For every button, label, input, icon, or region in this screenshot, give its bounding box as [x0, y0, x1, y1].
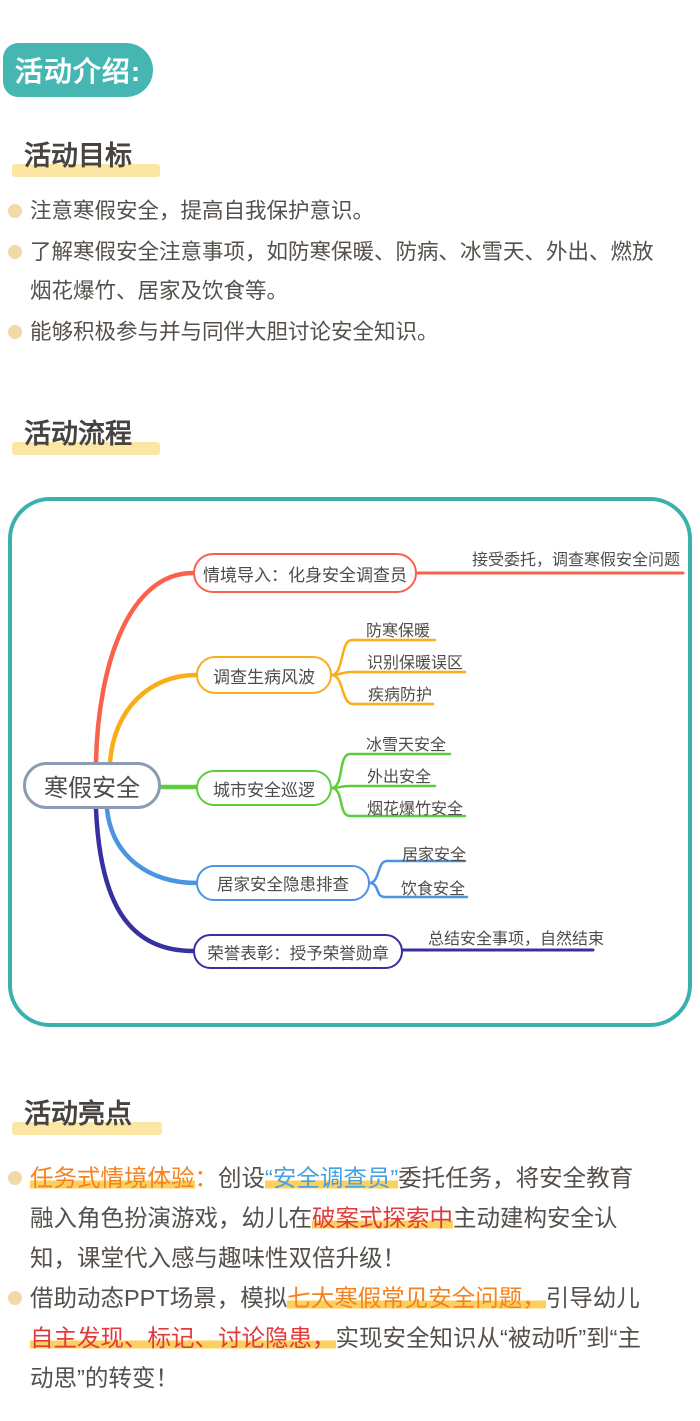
mindmap-panel: 寒假安全 情境导入：化身安全调查员 调查生病风波 城市安全巡逻 居家安全隐患排查…: [8, 497, 692, 1027]
mindmap-child-label: 防寒保暖: [366, 623, 431, 640]
intro-badge-label: 活动介绍:: [14, 56, 142, 87]
mindmap-branch3-node: 城市安全巡逻: [196, 770, 332, 806]
highlights-bullet-list: 任务式情境体验：创设“安全调查员”委托任务，将安全教育融入角色扮演游戏，幼儿在破…: [8, 1158, 655, 1398]
highlight-phrase-red: 破案式探索中: [312, 1205, 453, 1231]
text-segment: 实现安全知识从“被动听”到“主动思”的转变！: [30, 1325, 641, 1391]
mindmap-branch4-label: 居家安全隐患排查: [217, 876, 349, 894]
mindmap-child-label: 疾病防护: [368, 687, 433, 704]
goals-bullet-3-text: 能够积极参与并与同伴大胆讨论安全知识。: [30, 320, 439, 344]
bullet-dot-icon: [8, 1171, 22, 1185]
text-segment: 引导幼儿: [545, 1285, 640, 1311]
mindmap-root-label: 寒假安全: [44, 775, 140, 802]
goals-section-title: 活动目标: [24, 141, 132, 171]
flow-section-title: 活动流程: [24, 419, 132, 449]
bullet-dot-icon: [8, 204, 22, 218]
bullet-dot-icon: [8, 1291, 22, 1305]
mindmap-child-label: 外出安全: [367, 769, 432, 786]
goals-bullet-list: 注意寒假安全，提高自我保护意识。 了解寒假安全注意事项，如防寒保暖、防病、冰雪天…: [8, 192, 662, 354]
mindmap-child-label: 烟花爆竹安全: [367, 801, 464, 818]
mindmap-branch3-label: 城市安全巡逻: [213, 780, 315, 800]
highlight-phrase-orange: 任务式情境体验: [30, 1165, 195, 1191]
mindmap-branch1-note: 接受委托，调查寒假安全问题: [471, 552, 680, 569]
highlight-phrase-blue: “安全调查员”: [265, 1165, 399, 1191]
goals-bullet-1: 注意寒假安全，提高自我保护意识。: [8, 192, 662, 231]
mindmap-branch2-node: 调查生病风波: [196, 656, 332, 694]
highlight-phrase-red: 自主发现、标记、讨论隐患，: [30, 1325, 336, 1351]
highlight-phrase-orange: 七大寒假常见安全问题，: [287, 1285, 546, 1311]
highlights-bullet-2: 借助动态PPT场景，模拟七大寒假常见安全问题，引导幼儿自主发现、标记、讨论隐患，…: [8, 1278, 655, 1398]
mindmap-root-node: 寒假安全: [23, 762, 161, 809]
mindmap-branch5-node: 荣誉表彰：授予荣誉勋章: [193, 934, 403, 969]
mindmap-connectors: [93, 570, 685, 954]
goals-title-highlight: [12, 164, 160, 177]
mindmap-branch5-note: 总结安全事项，自然结束: [428, 931, 605, 948]
mindmap-branch2-label: 调查生病风波: [213, 667, 315, 687]
bullet-dot-icon: [8, 245, 22, 259]
highlights-section-title: 活动亮点: [24, 1099, 132, 1129]
bullet-dot-icon: [8, 325, 22, 339]
highlights-title-highlight: [12, 1122, 162, 1135]
goals-bullet-2-text: 了解寒假安全注意事项，如防寒保暖、防病、冰雪天、外出、燃放烟花爆竹、居家及饮食等…: [30, 240, 654, 303]
mindmap-branch1-label: 情境导入：化身安全调查员: [203, 565, 407, 585]
goals-bullet-3: 能够积极参与并与同伴大胆讨论安全知识。: [8, 313, 662, 352]
mindmap-branch1-node: 情境导入：化身安全调查员: [193, 553, 417, 593]
goals-bullet-1-text: 注意寒假安全，提高自我保护意识。: [30, 199, 375, 223]
text-segment: 借助动态PPT场景，模拟: [30, 1285, 288, 1311]
highlight-colon: ：: [194, 1165, 219, 1191]
mindmap-child-label: 饮食安全: [401, 881, 466, 898]
goals-bullet-2: 了解寒假安全注意事项，如防寒保暖、防病、冰雪天、外出、燃放烟花爆竹、居家及饮食等…: [8, 233, 662, 311]
intro-badge: 活动介绍:: [3, 43, 153, 97]
text-segment: 委托任务，将安全教育融入角色扮演游戏，幼儿在: [30, 1165, 634, 1231]
mindmap-branch4-node: 居家安全隐患排查: [196, 865, 370, 901]
mindmap-canvas: 寒假安全 情境导入：化身安全调查员 调查生病风波 城市安全巡逻 居家安全隐患排查…: [8, 497, 692, 1027]
mindmap-child-label: 识别保暖误区: [367, 655, 464, 672]
flow-title-highlight: [12, 442, 160, 455]
text-segment: 主动建构安全认知，课堂代入感与趣味性双倍升级！: [30, 1205, 618, 1271]
text-segment: 创设: [218, 1165, 265, 1191]
highlights-bullet-1: 任务式情境体验：创设“安全调查员”委托任务，将安全教育融入角色扮演游戏，幼儿在破…: [8, 1158, 655, 1278]
mindmap-child-label: 居家安全: [402, 847, 467, 864]
mindmap-child-label: 冰雪天安全: [366, 737, 447, 754]
mindmap-branch5-label: 荣誉表彰：授予荣誉勋章: [207, 944, 389, 963]
